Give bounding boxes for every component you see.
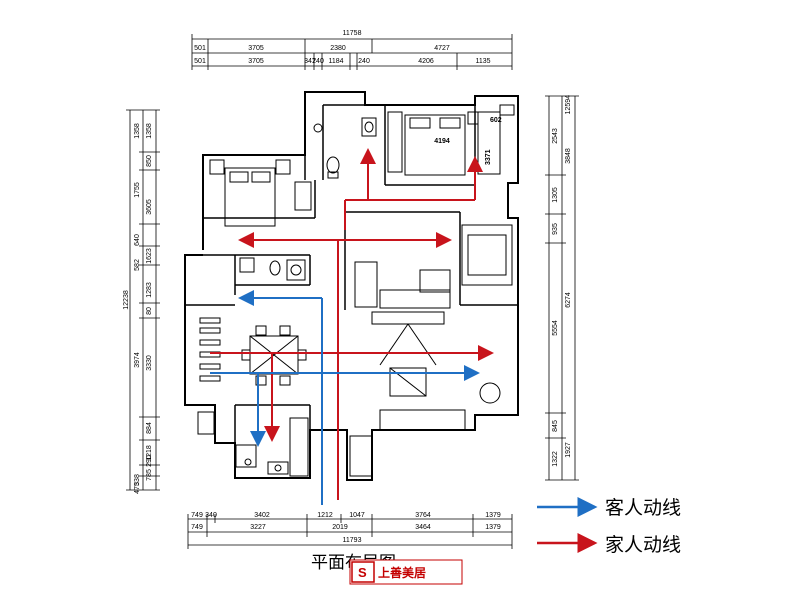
top-dim-total: 11758: [343, 30, 362, 37]
dim-label: 1755: [134, 182, 141, 198]
dim-label: 3705: [248, 58, 264, 65]
bottom-dim-total: 11793: [343, 537, 362, 544]
dim-label: 1047: [349, 512, 365, 519]
dim-label: 3974: [134, 352, 141, 368]
dim-label: 3464: [415, 524, 431, 531]
dim-label: 3227: [250, 524, 266, 531]
dim-label: 1135: [475, 58, 490, 65]
dim-label: 749: [191, 512, 203, 519]
dim-label: 5554: [552, 320, 559, 336]
living-room-furniture: [349, 224, 513, 477]
dim-label: 1358: [134, 123, 141, 139]
dining-set: [199, 317, 307, 386]
dim-label: 1379: [485, 512, 501, 519]
dim-label: 1358: [146, 123, 153, 139]
dim-label: 3705: [248, 45, 264, 52]
bed-right: [387, 104, 515, 176]
dim-label: 501: [194, 58, 206, 65]
dim-label: 347: [304, 58, 316, 65]
left-dim-total: 12238: [123, 290, 130, 310]
dim-label: 338: [134, 474, 141, 486]
dim-label: 640: [134, 234, 141, 246]
dim-label: 582: [134, 259, 141, 271]
bed-left: [209, 159, 312, 227]
logo-mark-icon: S: [358, 565, 367, 580]
balcony-dim-label: 602: [490, 117, 502, 124]
dim-label: 4727: [434, 45, 450, 52]
dim-label: 1283: [146, 282, 153, 298]
right-dimension-lines: [545, 95, 579, 481]
right-dim-total: 12594: [565, 95, 572, 115]
dim-label: 6274: [565, 292, 572, 308]
bottom-dimension-lines: [187, 514, 513, 549]
right-dim-col-b: 3848 6274 1927: [565, 148, 572, 458]
top-dim-row1: 501 3705 2380 4727: [194, 45, 450, 52]
dim-label: 1212: [317, 512, 333, 519]
dim-label: 2380: [330, 45, 346, 52]
bed-dim-label: 3371: [485, 149, 492, 165]
left-dim-small: 290 785 338 475 80: [134, 307, 153, 494]
family-circulation-arrows: [210, 148, 494, 500]
dim-label: 785: [146, 469, 153, 481]
dim-label: 1927: [565, 442, 572, 458]
guest-circulation-arrows: [210, 290, 480, 505]
bottom-dim-row1: 749 340 3402 1212 1047 3764 1379: [191, 512, 501, 519]
dim-label: 3402: [254, 512, 270, 519]
dim-label: 240: [312, 58, 324, 65]
dim-label: 80: [146, 307, 153, 315]
dim-label: 501: [194, 45, 206, 52]
dim-label: 1184: [328, 58, 343, 65]
dim-label: 3605: [146, 199, 153, 215]
bedroom-size-label: 4194: [434, 138, 450, 145]
dim-label: 2543: [552, 128, 559, 144]
dim-label: 2019: [332, 524, 348, 531]
logo-text: 上善美居: [378, 565, 426, 580]
dim-label: 1218: [146, 445, 153, 461]
brand-logo: S 上善美居: [349, 559, 463, 585]
left-dim-col-a: 1358 850 3605 1623 1283 3330 884 1218: [146, 123, 153, 461]
dim-label: 935: [552, 223, 559, 235]
top-dim-row2: 501 3705 347 240 1184 240 4206 1135: [194, 58, 490, 65]
top-dimension-lines: [191, 34, 513, 70]
dim-label: 1305: [552, 187, 559, 203]
dim-label: 845: [552, 420, 559, 432]
dim-label: 749: [191, 524, 203, 531]
left-dim-col-b: 1358 1755 640 582 3974: [134, 123, 141, 368]
legend: 客人动线 家人动线: [537, 497, 681, 556]
exterior-walls: [184, 91, 519, 481]
dim-label: 1623: [146, 248, 153, 264]
legend-guest-label: 客人动线: [605, 497, 681, 519]
dim-label: 3848: [565, 148, 572, 164]
dim-label: 3764: [415, 512, 431, 519]
bottom-dim-row2: 749 3227 2019 3464 1379: [191, 524, 501, 531]
legend-family-label: 家人动线: [605, 534, 681, 556]
dim-label: 850: [146, 155, 153, 167]
dim-label: 1379: [485, 524, 501, 531]
left-dimension-lines: [126, 109, 160, 491]
dim-label: 340: [205, 512, 217, 519]
dim-label: 240: [358, 58, 370, 65]
dim-label: 1322: [552, 451, 559, 467]
kitchen-fixtures: [197, 411, 309, 477]
dim-label: 290: [146, 455, 153, 467]
dim-label: 475: [134, 482, 141, 494]
bathroom-fixtures: [239, 117, 377, 281]
right-dim-col-a: 2543 1305 935 5554 845 1322: [552, 128, 559, 467]
dim-label: 3330: [146, 355, 153, 371]
dim-label: 4206: [418, 58, 434, 65]
dim-label: 884: [146, 422, 153, 434]
